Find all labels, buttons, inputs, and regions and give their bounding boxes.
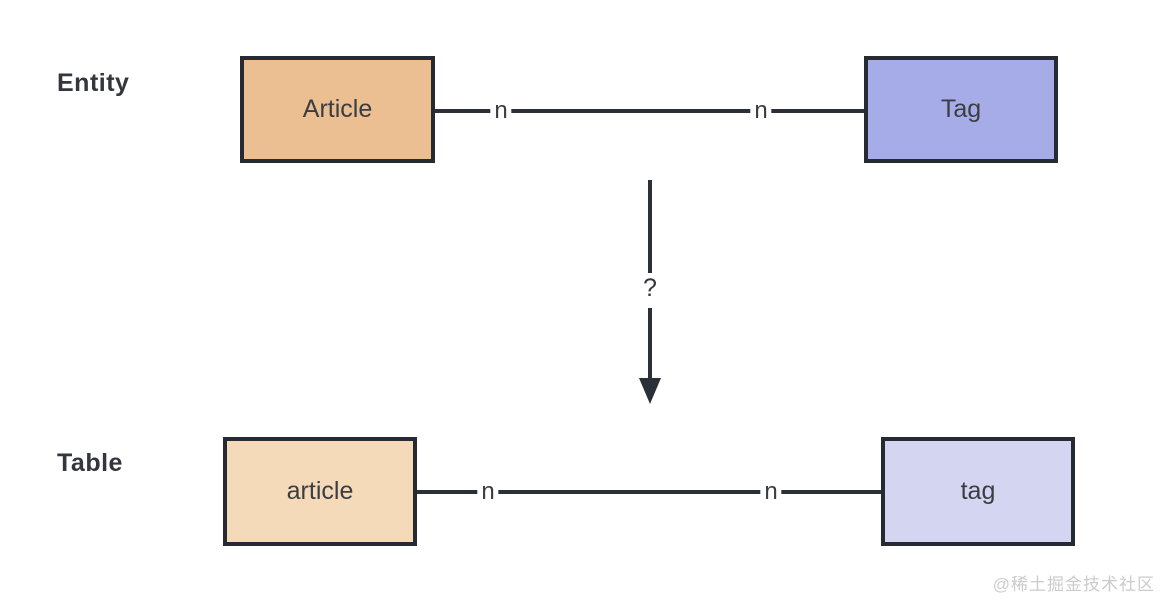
transform-arrow-line-upper (648, 180, 652, 273)
table-relation-line (417, 490, 881, 494)
table-tag-box: tag (881, 437, 1075, 546)
entity-article-box: Article (240, 56, 435, 163)
section-label-table: Table (57, 449, 123, 477)
entity-tag-label: Tag (940, 95, 982, 123)
table-cardinality-left: n (477, 478, 499, 506)
transform-arrow-line-lower (648, 308, 652, 380)
table-cardinality-right: n (760, 478, 782, 506)
section-label-entity: Entity (57, 69, 130, 97)
table-article-box: article (223, 437, 417, 546)
entity-tag-box: Tag (864, 56, 1058, 163)
question-mark-label: ? (643, 274, 657, 302)
entity-article-label: Article (302, 95, 373, 123)
entity-relation-line (435, 109, 864, 113)
arrow-down-icon (639, 378, 661, 404)
entity-cardinality-right: n (750, 97, 772, 125)
entity-cardinality-left: n (490, 97, 512, 125)
table-article-label: article (286, 477, 354, 505)
watermark: @稀土掘金技术社区 (992, 575, 1155, 594)
table-tag-label: tag (960, 477, 996, 505)
